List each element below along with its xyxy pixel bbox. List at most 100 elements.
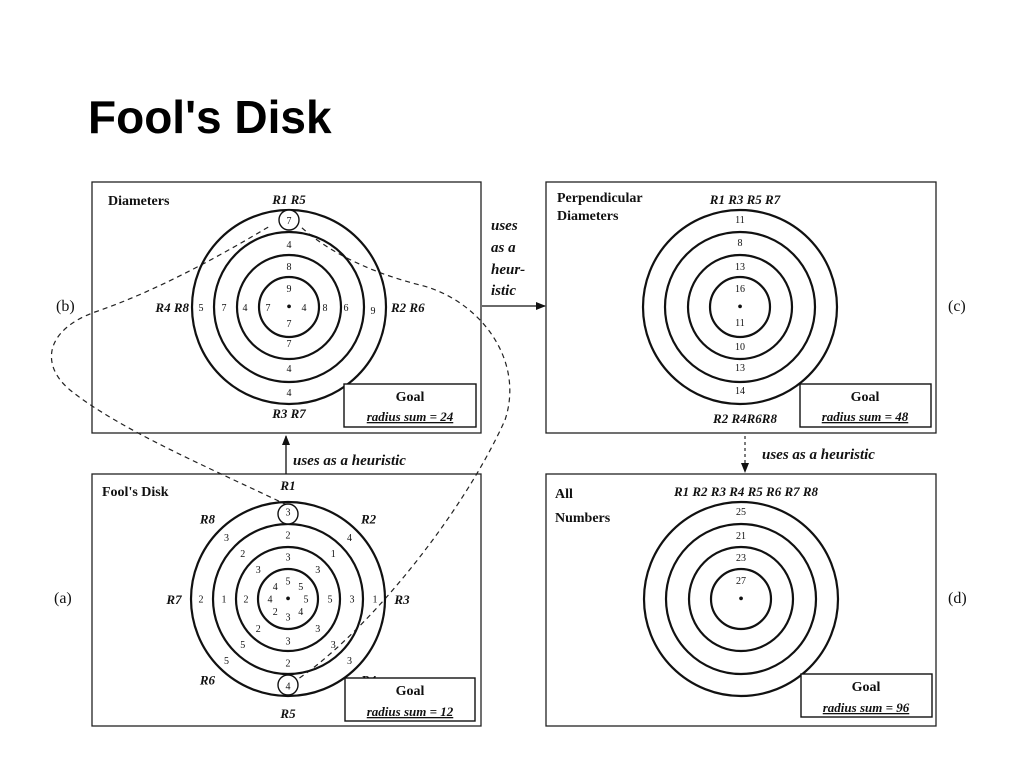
panel-a-value-ring-2-ray-3: 5: [328, 595, 333, 606]
panel-b-value-down-4: 4: [287, 388, 292, 399]
panel-b-value-right-3: 6: [344, 303, 349, 314]
panel-d-goal-title: Goal: [852, 680, 881, 695]
panel-b-ring-1: [257, 275, 321, 339]
panel-c: (c) Perpendicular Diameters • 11 8 13 16…: [557, 191, 966, 428]
panel-a-ray-label-r3: R3: [393, 592, 410, 607]
panel-a-value-ring-1-ray-4: 4: [298, 607, 303, 618]
panel-c-ring-2: [686, 253, 794, 361]
panel-a-ray-label-r1: R1: [279, 478, 295, 493]
panel-a-goal-box: Goal radius sum = 12: [344, 677, 476, 722]
panel-b: (b) Diameters • 7 4 8 9 7 7 4 4 5 7 4 7 …: [56, 192, 477, 428]
panel-b-goal-value: radius sum = 24: [367, 409, 454, 424]
panel-b-value-up-1: 9: [287, 284, 292, 295]
panel-c-value-down-3: 13: [735, 363, 745, 374]
panel-b-value-left-4: 5: [199, 303, 204, 314]
panel-c-tag: (c): [948, 298, 966, 315]
panel-c-top-label: R1 R3 R5 R7: [709, 192, 781, 207]
panel-a-ray-label-r7: R7: [165, 592, 182, 607]
panel-a-value-ring-3-ray-5: 2: [286, 659, 291, 670]
panel-a-value-ring-4-ray-7: 2: [199, 595, 204, 606]
panel-a-value-ring-2-ray-8: 3: [256, 565, 261, 576]
panel-c-goal-title: Goal: [851, 390, 880, 405]
panel-c-value-down-1: 11: [735, 318, 745, 329]
a-to-b-label: uses as a heuristic: [293, 453, 406, 469]
panel-a-value-ring-2-ray-5: 3: [286, 637, 291, 648]
panel-b-value-right-2: 8: [323, 303, 328, 314]
panel-b-value-up-3: 4: [287, 240, 292, 251]
panel-d-value-ring-3: 21: [736, 531, 746, 542]
panel-c-value-down-2: 10: [735, 342, 745, 353]
panel-b-value-right-4: 9: [371, 306, 376, 317]
panel-d-center: •: [738, 591, 744, 608]
panel-b-value-right-1: 4: [302, 303, 307, 314]
panel-c-value-up-3: 8: [738, 238, 743, 249]
panel-b-top-label: R1 R5: [271, 192, 306, 207]
panel-d-tag: (d): [948, 590, 967, 607]
panel-a-value-ring-3-ray-6: 5: [240, 640, 245, 651]
panel-b-highlight-circle: [278, 209, 300, 231]
panel-d-name-line-2: Numbers: [555, 511, 611, 526]
panel-c-goal-value: radius sum = 48: [822, 409, 909, 424]
panel-c-name-line-1: Perpendicular: [557, 191, 643, 206]
panel-b-goal-box: Goal radius sum = 24: [343, 383, 477, 428]
panel-a-ray-label-r2: R2: [360, 511, 377, 526]
panel-a-value-ring-2-ray-1: 3: [286, 553, 291, 564]
panel-a-goal-value: radius sum = 12: [367, 704, 454, 719]
panel-a-value-ring-3-ray-1: 2: [286, 531, 291, 542]
panel-d-top-label: R1 R2 R3 R4 R5 R6 R7 R8: [673, 484, 819, 499]
panel-b-value-left-1: 7: [266, 303, 271, 314]
panel-b-value-down-2: 7: [287, 339, 292, 350]
panel-a-value-ring-4-ray-4: 3: [347, 656, 352, 667]
panel-a-highlight-bottom: [277, 674, 299, 696]
panel-a-ray-label-r8: R8: [199, 511, 216, 526]
panel-a-value-ring-2-ray-6: 2: [256, 624, 261, 635]
panel-a-value-ring-2-ray-2: 3: [315, 565, 320, 576]
panel-c-goal-box: Goal radius sum = 48: [799, 383, 932, 428]
panel-c-ring-1: [708, 275, 772, 339]
panel-a-value-ring-2-ray-4: 3: [315, 624, 320, 635]
panel-a-value-ring-4-ray-8: 3: [224, 533, 229, 544]
panel-d-ring-1: [709, 567, 773, 631]
panel-d: (d) All Numbers • 25 21 23 27 R1 R2 R3 R…: [555, 484, 967, 718]
panel-a-tag: (a): [54, 590, 72, 607]
panel-b-ring-2: [235, 253, 343, 361]
panel-b-value-down-1: 7: [287, 319, 292, 330]
panel-d-ring-2: [687, 545, 795, 653]
panel-a-value-ring-1-ray-5: 3: [286, 613, 291, 624]
panel-a-value-ring-3-ray-3: 3: [350, 595, 355, 606]
panel-a-value-ring-4-ray-6: 5: [224, 656, 229, 667]
panel-a-goal-title: Goal: [396, 684, 425, 699]
panel-a-ray-label-r6: R6: [199, 673, 216, 688]
panel-d-value-ring-2: 23: [736, 553, 746, 564]
panel-c-ring-4: [641, 208, 839, 406]
c-to-d-label: uses as a heuristic: [762, 447, 875, 463]
panel-b-value-down-3: 4: [287, 364, 292, 375]
panel-a-ray-label-r5: R5: [279, 706, 296, 721]
panel-d-value-ring-4: 25: [736, 507, 746, 518]
panel-a-value-ring-3-ray-8: 2: [240, 549, 245, 560]
panel-b-value-up-2: 8: [287, 262, 292, 273]
panel-a-value-ring-1-ray-7: 4: [268, 595, 273, 606]
panel-a-value-ring-4-ray-2: 4: [347, 533, 352, 544]
b-to-c-label-line-1: uses: [491, 218, 518, 234]
panel-b-tag: (b): [56, 298, 75, 315]
panel-a-name: Fool's Disk: [102, 485, 169, 500]
panel-c-ring-3: [663, 230, 817, 384]
panel-b-value-left-2: 4: [243, 303, 248, 314]
b-to-c-label-line-4: istic: [491, 283, 516, 299]
b-to-c-label-line-2: as a: [491, 240, 516, 256]
panel-a-value-ring-2-ray-7: 2: [244, 595, 249, 606]
dashed-curve-r1: [50, 225, 288, 506]
panel-a-ring-1: [256, 567, 320, 631]
panel-b-value-up-4: 7: [287, 216, 292, 227]
panel-d-goal-box: Goal radius sum = 96: [800, 673, 933, 718]
panel-a-value-ring-1-ray-3: 5: [304, 595, 309, 606]
panel-c-value-up-4: 11: [735, 215, 745, 226]
panel-a-value-ring-1-ray-2: 5: [298, 582, 303, 593]
panel-a-value-ring-4-ray-3: 1: [373, 595, 378, 606]
panel-b-bottom-label: R3 R7: [271, 406, 306, 421]
panel-a-value-ring-3-ray-4: 3: [331, 640, 336, 651]
panel-c-center: •: [737, 299, 743, 316]
